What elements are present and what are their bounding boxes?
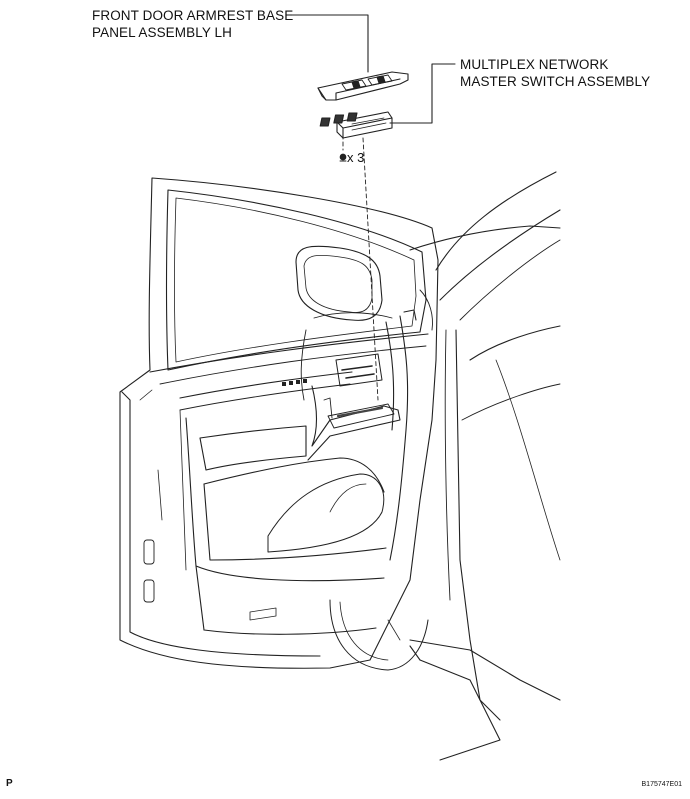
armrest-base-panel xyxy=(317,71,409,101)
master-switch-assembly xyxy=(319,111,393,139)
label-armrest-line-2: PANEL ASSEMBLY LH xyxy=(92,25,233,40)
vehicle-body xyxy=(300,171,561,761)
alignment-lines xyxy=(342,127,379,401)
alignment-line-switch xyxy=(362,137,379,401)
label-armrest-line-1: FRONT DOOR ARMREST BASE xyxy=(92,8,294,23)
screw-icon xyxy=(339,153,347,162)
label-screw-quantity: x 3 xyxy=(347,150,365,165)
leader-armrest xyxy=(291,14,369,73)
label-switch-line-1: MULTIPLEX NETWORK xyxy=(460,57,609,72)
label-switch-line-2: MASTER SWITCH ASSEMBLY xyxy=(460,74,651,89)
leader-switch xyxy=(389,63,456,124)
label-armrest-base-panel: FRONT DOOR ARMREST BASE PANEL ASSEMBLY L… xyxy=(92,7,293,41)
figure-id: B175747E01 xyxy=(641,781,682,788)
side-mirror xyxy=(295,245,383,321)
leader-lines xyxy=(291,14,456,124)
corner-mark: P xyxy=(6,778,13,789)
label-master-switch: MULTIPLEX NETWORK MASTER SWITCH ASSEMBLY xyxy=(460,56,650,90)
front-door xyxy=(119,177,439,669)
